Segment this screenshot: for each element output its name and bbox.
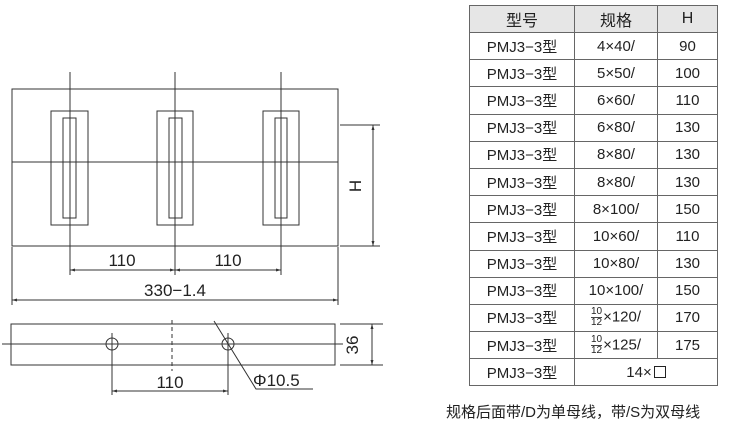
table-row: PMJ3−3型 6×60/110 [469,86,718,115]
spec-cell: 6×80/ [574,113,658,142]
model-cell: PMJ3−3型 [469,113,575,142]
side-view: 110 Φ10.5 36 [2,320,383,395]
model-cell: PMJ3−3型 [469,331,575,360]
h-cell: 130 [657,140,718,169]
blank-box-icon [653,365,666,378]
header-model: 型号 [469,5,575,33]
overall-width-label: 330−1.4 [144,281,206,300]
fraction-top: 10 [590,333,603,346]
spec-cell: 5×50/ [574,59,658,88]
clamp-outer-2 [156,110,194,226]
table-row: PMJ3−3型 10×100/150 [469,276,718,305]
h-cell: 175 [657,331,718,360]
spec-text: ×125/ [603,336,642,354]
hole-diameter-label: Φ10.5 [253,371,300,390]
spec-text: 5×50/ [597,64,635,82]
spec-cell: 10×80/ [574,249,658,278]
model-cell: PMJ3−3型 [469,303,575,333]
spec-cell: 6×60/ [574,86,658,115]
table-row: PMJ3−3型 8×80/130 [469,167,718,197]
top-view: H 110 110 330−1.4 [11,72,380,305]
h-cell: 130 [657,167,718,197]
h-cell: 110 [657,86,718,115]
model-cell: PMJ3−3型 [469,31,575,61]
spec-text: 8×100/ [592,200,640,218]
spec-text: 10×80/ [592,255,640,273]
busbar-slot-2 [168,117,183,219]
table-header: 型号 规格 H [469,5,718,33]
model-cell: PMJ3−3型 [469,276,575,305]
footnote: 规格后面带/D为单母线，带/S为双母线 [446,404,701,421]
h-cell: 170 [657,303,718,333]
spacing-label-2: 110 [214,251,241,270]
thickness-label: 36 [343,336,362,355]
spec-cell: 14× [574,358,718,387]
spec-cell: 8×80/ [574,140,658,169]
spec-cell: 4×40/ [574,31,658,61]
spec-cell: 10×100/ [574,276,658,305]
table-row: PMJ3−3型 4×40/90 [469,31,718,61]
height-label: H [346,180,365,192]
spacing-label-1: 110 [108,251,135,270]
spec-text: 8×80/ [597,173,635,191]
header-h: H [657,5,718,33]
clamp-outer-3 [262,110,300,226]
table-row: PMJ3−3型 14× [469,358,718,387]
technical-drawing: H 110 110 330−1.4 110 Φ10.5 36 [2,72,383,395]
model-cell: PMJ3−3型 [469,195,575,224]
model-cell: PMJ3−3型 [469,222,575,251]
h-cell: 90 [657,31,718,61]
clamp-outer-1 [50,110,89,226]
table-row: PMJ3−3型 6×80/130 [469,113,718,142]
busbar-slot-3 [274,117,288,219]
fraction-bottom: 12 [590,344,603,356]
table-row: PMJ3−3型 8×100/150 [469,195,718,224]
spec-text: 6×80/ [597,119,635,137]
table-row: PMJ3−3型 10×80/130 [469,249,718,278]
spec-text: 4×40/ [597,37,635,55]
h-cell: 150 [657,195,718,224]
busbar-slot-1 [62,117,77,219]
model-cell: PMJ3−3型 [469,59,575,88]
spec-text: 14× [626,363,652,381]
spec-text: 10×60/ [592,227,640,245]
model-cell: PMJ3−3型 [469,86,575,115]
h-cell: 130 [657,249,718,278]
spec-text: ×120/ [603,308,642,326]
leader-line [213,320,313,390]
spec-text: 10×100/ [588,282,644,300]
table-row: PMJ3−3型 10×60/110 [469,222,718,251]
spec-cell: 8×100/ [574,195,658,224]
model-cell: PMJ3−3型 [469,167,575,197]
h-cell: 130 [657,113,718,142]
table-row: PMJ3−3型 8×80/130 [469,140,718,169]
fraction-top: 10 [590,306,603,319]
spec-text: 8×80/ [597,146,635,164]
spec-text: 6×60/ [597,91,635,109]
model-cell: PMJ3−3型 [469,140,575,169]
hole-spacing-label: 110 [156,373,183,392]
fraction-bottom: 12 [590,317,603,329]
header-spec: 规格 [574,5,658,33]
h-cell: 110 [657,222,718,251]
table-row: PMJ3−3型 5×50/100 [469,59,718,88]
h-cell: 150 [657,276,718,305]
model-cell: PMJ3−3型 [469,358,575,387]
spec-cell: 10×60/ [574,222,658,251]
model-cell: PMJ3−3型 [469,249,575,278]
h-cell: 100 [657,59,718,88]
spec-cell: 8×80/ [574,167,658,197]
